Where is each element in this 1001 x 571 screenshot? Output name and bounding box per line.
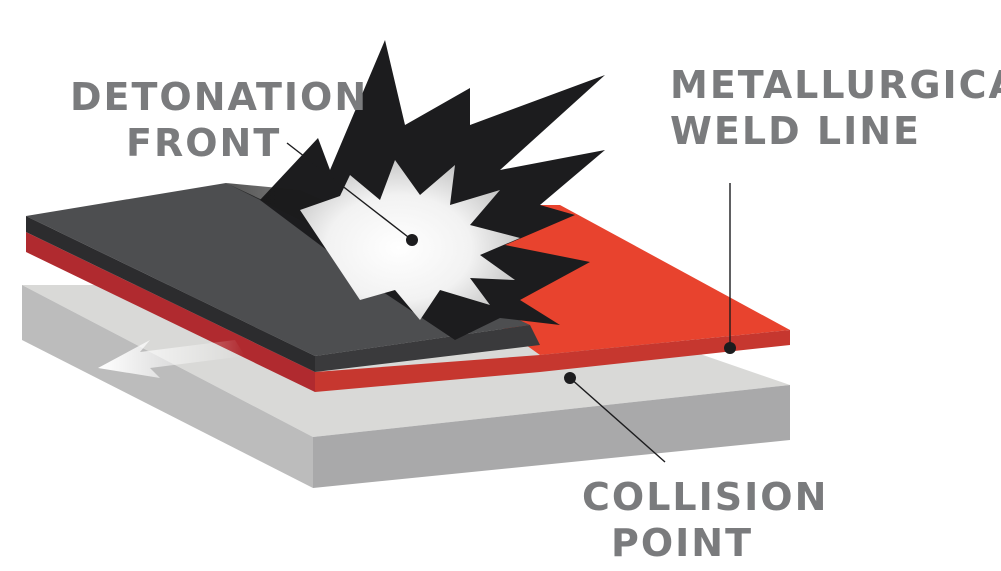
- base-plate-front: [22, 285, 313, 488]
- direction-arrow: [98, 340, 245, 378]
- detonation-leader-line: [286, 142, 413, 241]
- weld-line-label: METALLURGICAL WELD LINE: [670, 66, 1001, 150]
- callouts: [286, 142, 736, 463]
- collision-point-label-line-1: COLLISION: [582, 475, 829, 519]
- collision-leader-line: [569, 377, 666, 463]
- detonation-front-label-line-2: FRONT: [126, 121, 282, 165]
- flyer-plate-side: [315, 325, 540, 372]
- collision-point-label-line-2: POINT: [610, 521, 754, 565]
- arrow-shape: [98, 340, 245, 378]
- flyer-plate-front: [26, 216, 315, 372]
- detonation-front-label: DETONATION FRONT: [70, 78, 368, 162]
- collision-point-label: COLLISION POINT: [582, 475, 829, 565]
- flyer-plate: [26, 183, 540, 372]
- weld-line-dot: [724, 342, 736, 354]
- cladding-side: [315, 330, 790, 392]
- collision-dot: [564, 372, 576, 384]
- detonation-dot: [406, 234, 418, 246]
- weld-line-label-line-2: WELD LINE: [670, 109, 921, 153]
- detonation-front-label-line-1: DETONATION: [70, 75, 369, 119]
- flyer-plate-top: [26, 183, 530, 356]
- base-plate-side: [313, 385, 790, 488]
- weld-line-label-line-1: METALLURGICAL: [670, 63, 1001, 107]
- cladding-front-edge: [26, 232, 315, 392]
